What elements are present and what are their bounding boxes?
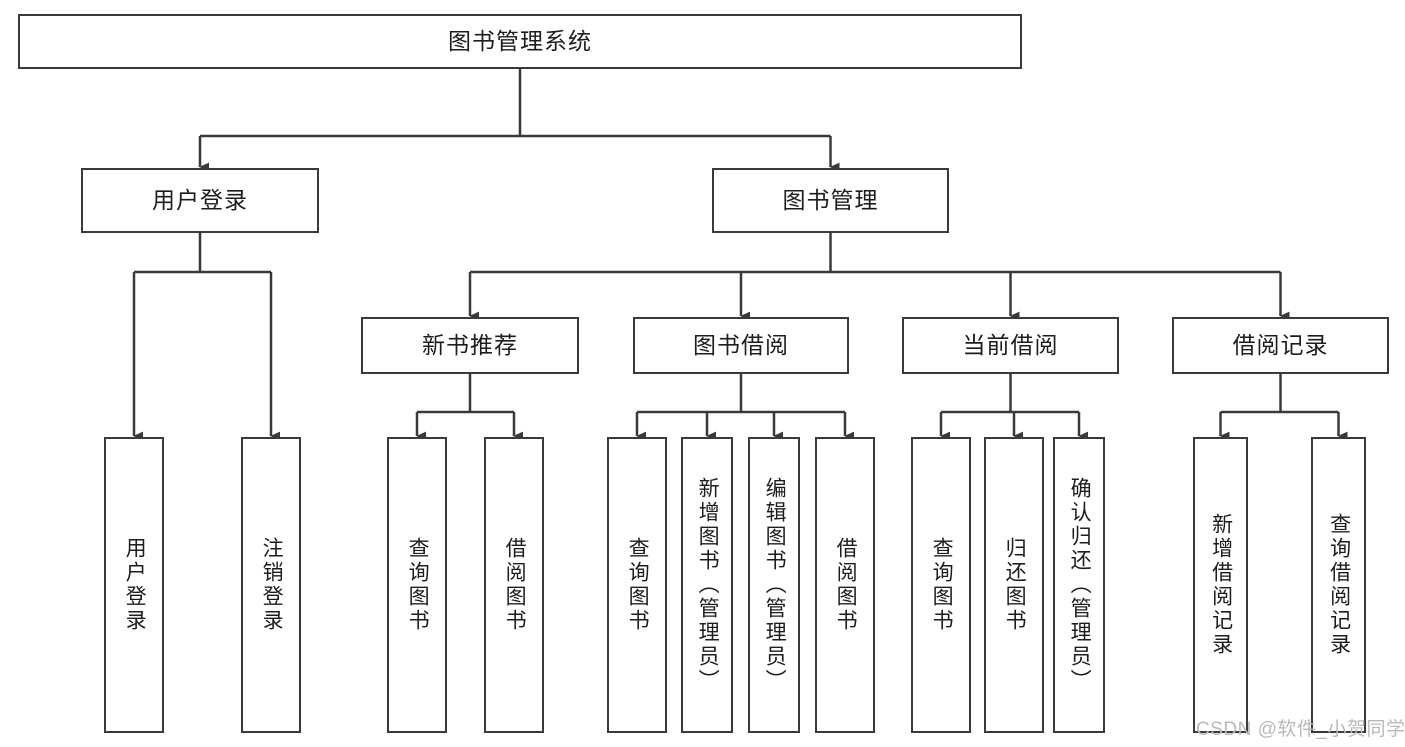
node-leaf-borrow-book-1[interactable]: 借阅图书 [484,437,544,733]
node-label: 当前借阅 [962,331,1059,358]
watermark-text: CSDN @软件_小贺同学 [1196,719,1405,740]
node-label: 确认归还（管理员） [1068,477,1092,693]
node-leaf-query-book-2[interactable]: 查询图书 [607,437,667,733]
node-label: 归还图书 [1003,537,1027,633]
node-leaf-query-book-1[interactable]: 查询图书 [387,437,447,733]
node-label: 图书管理 [782,186,879,213]
node-leaf-user-login[interactable]: 用户登录 [104,437,164,733]
node-label: 图书借阅 [693,331,789,358]
edge-layer [132,69,1348,441]
node-label: 编辑图书（管理员） [763,477,787,693]
node-label: 查询图书 [626,537,650,633]
node-label: 用户登录 [152,186,248,213]
node-leaf-confirm-return[interactable]: 确认归还（管理员） [1053,437,1105,733]
node-label: 注销登录 [260,537,284,633]
node-user-login[interactable]: 用户登录 [81,168,319,233]
node-leaf-logout[interactable]: 注销登录 [241,437,301,733]
node-leaf-query-record[interactable]: 查询借阅记录 [1311,437,1366,733]
node-leaf-add-book[interactable]: 新增图书（管理员） [681,437,733,733]
node-label: 借阅图书 [834,537,858,633]
node-leaf-add-record[interactable]: 新增借阅记录 [1193,437,1248,733]
node-label: 查询图书 [406,537,430,633]
node-label: 用户登录 [123,537,147,633]
node-label: 图书管理系统 [448,27,592,54]
node-book-borrow[interactable]: 图书借阅 [633,317,849,374]
node-book-manage[interactable]: 图书管理 [712,168,949,233]
node-current-borrow[interactable]: 当前借阅 [902,317,1119,374]
node-borrow-record[interactable]: 借阅记录 [1172,317,1389,374]
node-leaf-query-book-3[interactable]: 查询图书 [911,437,971,733]
node-leaf-borrow-book-2[interactable]: 借阅图书 [815,437,875,733]
node-label: 查询借阅记录 [1327,513,1351,657]
node-label: 新增图书（管理员） [696,477,720,693]
node-label: 新增借阅记录 [1209,513,1233,657]
node-new-book-rec[interactable]: 新书推荐 [361,317,579,374]
node-label: 借阅记录 [1232,331,1329,358]
node-label: 新书推荐 [422,331,518,358]
node-leaf-return-book[interactable]: 归还图书 [984,437,1044,733]
node-label: 借阅图书 [503,537,527,633]
node-leaf-edit-book[interactable]: 编辑图书（管理员） [748,437,800,733]
node-root[interactable]: 图书管理系统 [18,14,1022,69]
node-label: 查询图书 [930,537,954,633]
